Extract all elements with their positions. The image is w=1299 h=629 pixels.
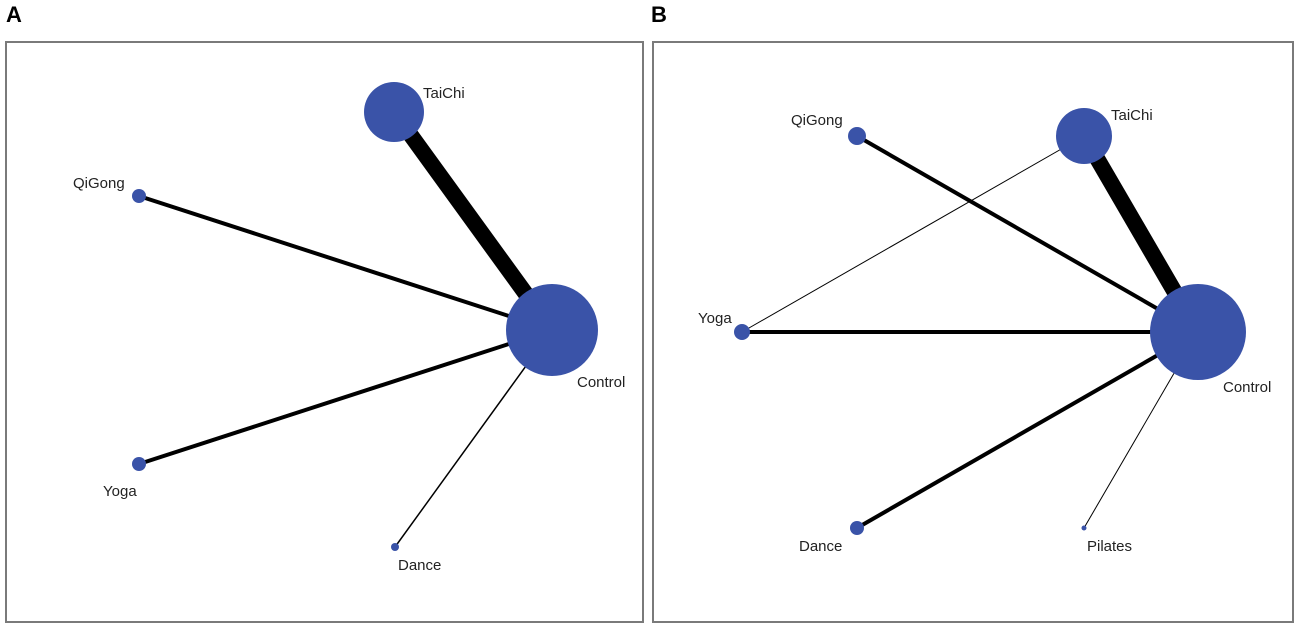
node-a-dance [391,543,399,551]
label-a-taichi: TaiChi [423,85,465,102]
edge-b-qigong-control [856,134,1199,334]
edge-a-qigong-control [138,194,553,332]
label-a-dance: Dance [398,557,441,574]
label-a-control: Control [577,374,625,391]
node-a-taichi [364,82,424,142]
panel-a-edges [138,107,559,548]
edge-b-yoga-taichi [741,135,1085,333]
panel-a-letter: A [6,2,22,27]
edge-b-dance-control [856,330,1199,530]
panel-b-edges [741,131,1205,530]
node-b-taichi [1056,108,1112,164]
label-b-taichi: TaiChi [1111,107,1153,124]
panel-b-letter: B [651,2,667,27]
panel-a-frame [5,41,644,623]
node-b-dance [850,521,864,535]
label-a-qigong: QiGong [73,175,125,192]
label-b-yoga: Yoga [698,310,732,327]
node-a-qigong [132,189,146,203]
node-a-yoga [132,457,146,471]
label-b-dance: Dance [799,538,842,555]
edge-a-yoga-control [138,328,553,466]
node-b-control [1150,284,1246,380]
node-b-yoga [734,324,750,340]
panel-b-frame [652,41,1294,623]
label-b-qigong: QiGong [791,112,843,129]
label-a-yoga: Yoga [103,483,137,500]
node-b-qigong [848,127,866,145]
label-b-control: Control [1223,379,1271,396]
panel-b-nodes [734,108,1246,535]
panel-b-labels: QiGong TaiChi Yoga Control Dance Pilates [698,107,1271,555]
node-b-pilates [1081,525,1087,531]
panel-a-labels: TaiChi QiGong Control Yoga Dance [73,85,625,574]
node-a-control [506,284,598,376]
label-b-pilates: Pilates [1087,538,1132,555]
panel-a-nodes [132,82,598,551]
